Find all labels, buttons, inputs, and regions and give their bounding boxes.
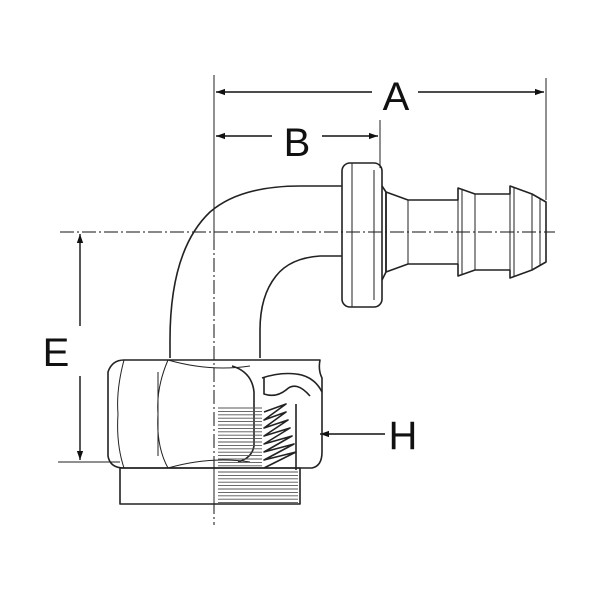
hex-nut bbox=[107, 359, 323, 469]
section-top-curve bbox=[261, 372, 323, 393]
hex-nut-outline bbox=[107, 359, 323, 469]
hose-tail bbox=[385, 185, 547, 279]
hex-nut-top-chamfer bbox=[167, 359, 251, 369]
nut-thread-lines bbox=[218, 407, 262, 467]
dimension-b: B bbox=[216, 121, 378, 165]
dimension-h-label: H bbox=[389, 414, 418, 458]
collar-outline bbox=[341, 162, 383, 308]
nut-skirt bbox=[119, 407, 301, 505]
skirt-thread-lines bbox=[218, 471, 298, 504]
collar-neck bbox=[381, 185, 387, 281]
thread-profile bbox=[263, 403, 297, 469]
nut-section bbox=[261, 372, 323, 470]
elbow-body bbox=[169, 185, 342, 358]
elbow-inner-curve bbox=[259, 255, 342, 358]
hex-nut-left-face bbox=[117, 359, 125, 469]
hex-nut-left-flat bbox=[157, 359, 169, 469]
center-lines bbox=[60, 170, 555, 525]
dimension-e: E bbox=[43, 234, 84, 460]
extension-lines bbox=[58, 75, 547, 463]
dimension-e-label: E bbox=[43, 331, 70, 375]
collar bbox=[341, 162, 387, 308]
hex-nut-right-face bbox=[231, 365, 255, 463]
skirt-outline bbox=[119, 467, 301, 505]
section-cut-edge bbox=[263, 378, 311, 397]
hex-nut-bottom-chamfer bbox=[167, 459, 251, 469]
dimension-a: A bbox=[216, 75, 544, 119]
elbow-outer-curve bbox=[169, 185, 342, 358]
dimension-a-label: A bbox=[383, 75, 410, 119]
dimension-h: H bbox=[320, 414, 417, 458]
dimension-b-label: B bbox=[284, 121, 311, 165]
